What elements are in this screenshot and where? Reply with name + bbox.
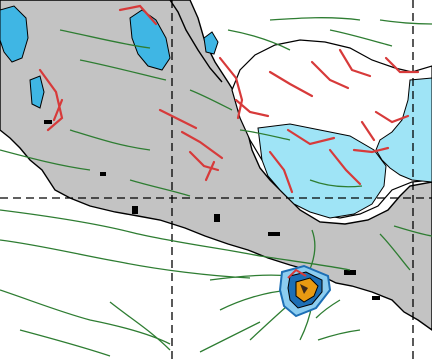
streamline [59,29,151,49]
streamline [329,29,393,47]
front-line [158,108,198,130]
lake [203,31,219,55]
streamline [0,239,251,279]
streamline [189,89,233,111]
streamline [0,209,351,271]
streamline [69,129,151,151]
streamline [79,59,167,81]
streamline [269,17,361,21]
streamline [199,321,261,353]
streamline [309,179,363,188]
front-line [52,98,64,122]
front-line [384,56,420,74]
storm-front-mark [287,268,307,279]
streamline [317,329,361,341]
streamline [393,225,432,237]
streamline [109,301,171,351]
front-line [204,160,216,182]
streamline [227,29,291,51]
ocean-water [257,123,387,219]
front-line [338,48,372,78]
front-line [328,148,362,186]
front-line [180,130,224,160]
frontal-lines [38,4,420,194]
storm-cell [278,264,332,318]
front-line [352,146,390,154]
streamline [379,19,432,25]
storm-center-mark [300,284,308,294]
island-fragments [44,120,380,300]
front-line [234,98,270,118]
front-line [268,150,294,194]
front-line [286,128,336,146]
streamline [0,289,171,345]
streamline [379,233,411,271]
streamline [315,299,341,319]
lake [29,75,45,109]
storm-core [295,277,319,303]
streamline [129,179,191,197]
streamline [239,129,291,141]
lake [0,5,29,63]
front-line [360,120,376,142]
front-line [218,56,244,120]
front-line [188,150,220,172]
land-mass [0,0,432,331]
streamline [0,149,91,171]
front-line [310,60,350,90]
front-line [374,110,410,124]
front-line [118,4,158,26]
coastline [169,0,223,83]
front-line [268,70,314,98]
streamline [19,329,111,357]
